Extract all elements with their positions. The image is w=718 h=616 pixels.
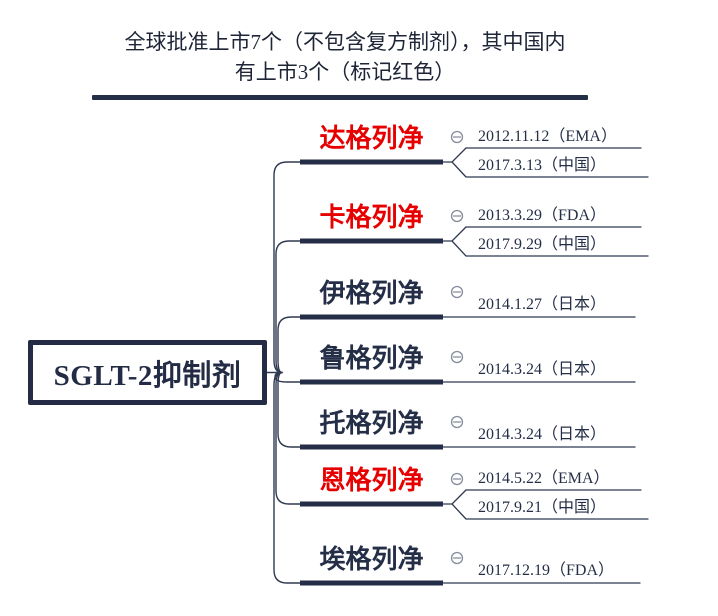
branch-7-date-1[interactable]: 2017.12.19（FDA） [478, 562, 615, 579]
diagram-title-line-1: 全球批准上市7个（不包含复方制剂），其中国内 [124, 30, 566, 54]
branch-node-luseogliflozin[interactable]: 鲁格列净 [319, 344, 424, 373]
branch-node-ipragliflozin[interactable]: 伊格列净 [319, 279, 424, 308]
collapse-icons [450, 130, 464, 565]
branch-2-date-2[interactable]: 2017.9.29（中国） [478, 236, 607, 253]
branch-1-connector [273, 161, 301, 374]
minus-circle-icon[interactable] [450, 551, 464, 565]
branch-2-date-lines [442, 226, 649, 257]
branch-6-connector [275, 371, 301, 505]
branch-5-connector [277, 371, 301, 448]
root-node[interactable]: SGLT-2抑制剂 [28, 340, 267, 405]
branch-1-date-2[interactable]: 2017.3.13（中国） [478, 157, 607, 174]
branch-2-date-1[interactable]: 2013.3.29（FDA） [478, 207, 607, 224]
branch-3-connector [277, 316, 301, 374]
minus-circle-icon[interactable] [450, 415, 464, 429]
trunk-connectors [266, 161, 301, 584]
branch-6-date-lines [442, 489, 649, 520]
branch-6-date-2[interactable]: 2017.9.21（中国） [478, 499, 607, 516]
branch-5-date-1[interactable]: 2014.3.24（日本） [478, 426, 607, 443]
branch-node-tofogliflozin[interactable]: 托格列净 [319, 409, 424, 438]
minus-circle-icon[interactable] [450, 350, 464, 364]
branch-node-canagliflozin[interactable]: 卡格列净 [319, 203, 424, 232]
branch-node-empagliflozin[interactable]: 恩格列净 [319, 466, 424, 495]
branch-3-date-1[interactable]: 2014.1.27（日本） [478, 296, 607, 313]
branch-7-connector [273, 371, 301, 584]
branch-6-date-1[interactable]: 2014.5.22（EMA） [478, 470, 610, 487]
branch-underlines [300, 159, 443, 586]
branch-2-connector [275, 240, 301, 374]
branch-4-date-1[interactable]: 2014.3.24（日本） [478, 361, 607, 378]
minus-circle-icon[interactable] [450, 285, 464, 299]
minus-circle-icon[interactable] [450, 209, 464, 223]
diagram-title-line-2: 有上市3个（标记红色） [234, 60, 456, 84]
branch-1-date-1[interactable]: 2012.11.12（EMA） [478, 128, 617, 145]
minus-circle-icon[interactable] [450, 130, 464, 144]
minus-circle-icon[interactable] [450, 472, 464, 486]
title-divider-rule [92, 95, 588, 100]
branch-node-ertugliflozin[interactable]: 埃格列净 [319, 545, 424, 574]
branch-node-dapagliflozin[interactable]: 达格列净 [319, 124, 424, 153]
root-node-label: SGLT-2抑制剂 [53, 359, 242, 392]
date-connectors [442, 147, 649, 584]
branch-1-date-lines [442, 147, 649, 178]
